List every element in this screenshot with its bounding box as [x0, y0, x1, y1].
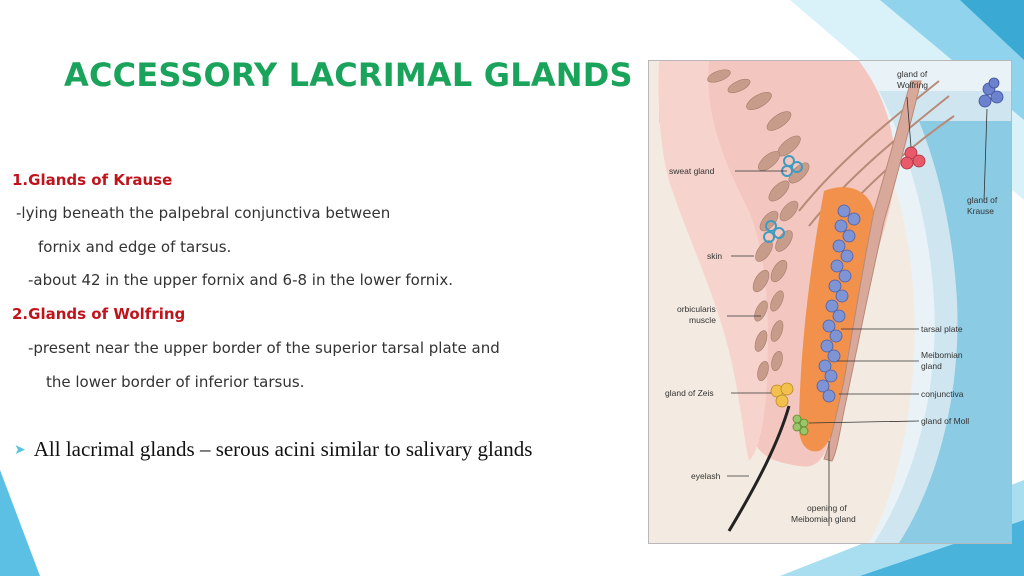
- krause-line-2: fornix and edge of tarsus.: [38, 238, 232, 256]
- label-wolfring-1: gland of: [897, 69, 928, 79]
- krause-line-3: -about 42 in the upper fornix and 6-8 in…: [28, 271, 454, 289]
- label-meibomian-1: Meibomian: [921, 350, 963, 360]
- label-orbicularis-2: muscle: [689, 315, 716, 325]
- label-krause-1: gland of: [967, 195, 998, 205]
- label-zeis: gland of Zeis: [665, 388, 714, 398]
- wolfring-line-2: the lower border of inferior tarsus.: [46, 373, 305, 391]
- krause-line-1: -lying beneath the palpebral conjunctiva…: [16, 204, 391, 222]
- wolfring-line-1: -present near the upper border of the su…: [28, 339, 500, 357]
- summary-bullet-text: All lacrimal glands – serous acini simil…: [33, 437, 533, 461]
- label-moll: gland of Moll: [921, 416, 969, 426]
- left-bottom-accent: [0, 470, 40, 576]
- label-orbicularis-1: orbicularis: [677, 304, 716, 314]
- label-conjunctiva: conjunctiva: [921, 389, 964, 399]
- label-krause-2: Krause: [967, 206, 994, 216]
- top-right-accent-deep: [960, 0, 1024, 60]
- eyelid-anatomy-figure: gland of Wolfring gland of Krause sweat …: [648, 60, 1012, 544]
- summary-bullet: ➤ All lacrimal glands – serous acini simi…: [14, 437, 532, 462]
- label-wolfring-2: Wolfring: [897, 80, 928, 90]
- section-heading-krause: 1.Glands of Krause: [12, 171, 173, 189]
- label-tarsal-plate: tarsal plate: [921, 324, 963, 334]
- label-eyelash: eyelash: [691, 471, 721, 481]
- label-opening-2: Meibomian gland: [791, 514, 856, 524]
- arrow-bullet-icon: ➤: [14, 442, 26, 458]
- label-opening-1: opening of: [807, 503, 847, 513]
- slide-title: ACCESSORY LACRIMAL GLANDS: [64, 56, 633, 94]
- label-skin: skin: [707, 251, 722, 261]
- label-meibomian-2: gland: [921, 361, 942, 371]
- section-heading-wolfring: 2.Glands of Wolfring: [12, 305, 186, 323]
- label-sweat-gland: sweat gland: [669, 166, 715, 176]
